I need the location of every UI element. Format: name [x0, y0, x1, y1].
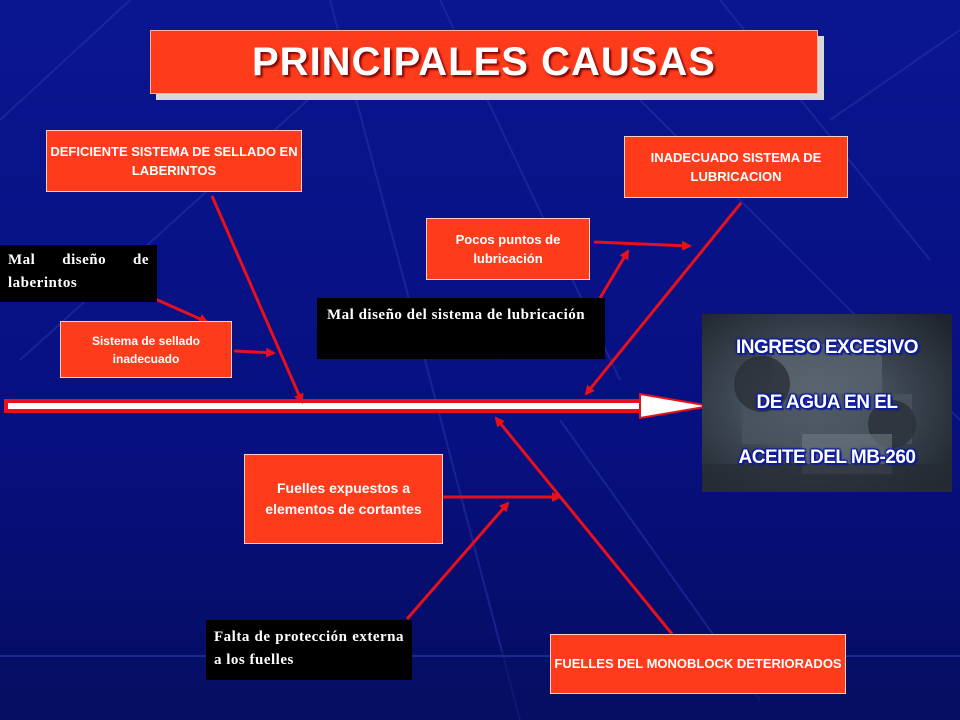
branch-arrow-fuelles: [494, 416, 674, 635]
arrow-diseno-to-pocos: [598, 249, 630, 299]
page-title: PRINCIPALES CAUSAS: [252, 39, 716, 84]
root-cause-laberintos-label: Mal diseño de laberintos: [8, 252, 149, 291]
root-cause-fuelles-label: Falta de protección externa a los fuelle…: [214, 629, 404, 668]
effect-line-3: ACEITE DEL MB-260: [738, 447, 916, 469]
branch-arrow-lubricacion: [584, 202, 743, 396]
effect-box: INGRESO EXCESIVO DE AGUA EN EL ACEITE DE…: [702, 314, 952, 492]
cause-sellado-box: DEFICIENTE SISTEMA DE SELLADO EN LABERIN…: [46, 130, 302, 192]
root-cause-laberintos-box: Mal diseño de laberintos: [0, 245, 157, 302]
title-banner: PRINCIPALES CAUSAS: [150, 30, 818, 94]
arrow-laberintos-to-sellado: [152, 296, 209, 324]
arrow-sellado-to-branch: [233, 347, 276, 358]
root-cause-lubricacion-box: Mal diseño del sistema de lubricación: [317, 298, 605, 359]
effect-line-1: INGRESO EXCESIVO: [735, 336, 919, 358]
machine-photo: [702, 314, 952, 492]
cause-lubricacion-label: INADECUADO SISTEMA DE LUBRICACION: [650, 149, 822, 185]
effect-line-2: DE AGUA EN EL: [756, 391, 898, 413]
cause-fuelles-box: FUELLES DEL MONOBLOCK DETERIORADOS: [550, 634, 846, 694]
sub-cause-sellado-label: Sistema de sellado inadecuado: [91, 333, 201, 366]
effect-text: INGRESO EXCESIVO DE AGUA EN EL ACEITE DE…: [702, 314, 952, 492]
sub-cause-lubricacion-label: Pocos puntos de lubricación: [455, 231, 561, 267]
root-cause-fuelles-box: Falta de protección externa a los fuelle…: [206, 620, 412, 680]
sub-cause-fuelles-box: Fuelles expuestos a elementos de cortant…: [244, 454, 443, 544]
cause-sellado-label: DEFICIENTE SISTEMA DE SELLADO EN LABERIN…: [50, 143, 298, 179]
spine-arrow: [4, 392, 711, 420]
cause-fuelles-label: FUELLES DEL MONOBLOCK DETERIORADOS: [554, 656, 842, 672]
arrow-pocos-to-branch: [593, 240, 692, 251]
sub-cause-lubricacion-box: Pocos puntos de lubricación: [426, 218, 590, 280]
sub-cause-fuelles-label: Fuelles expuestos a elementos de cortant…: [265, 480, 422, 517]
branch-arrow-sellado: [210, 195, 304, 404]
root-cause-lubricacion-label: Mal diseño del sistema de lubricación: [327, 307, 586, 323]
cause-lubricacion-box: INADECUADO SISTEMA DE LUBRICACION: [624, 136, 848, 198]
arrow-falta-to-fuelles-expuestos: [405, 501, 510, 620]
sub-cause-sellado-box: Sistema de sellado inadecuado: [60, 321, 232, 378]
